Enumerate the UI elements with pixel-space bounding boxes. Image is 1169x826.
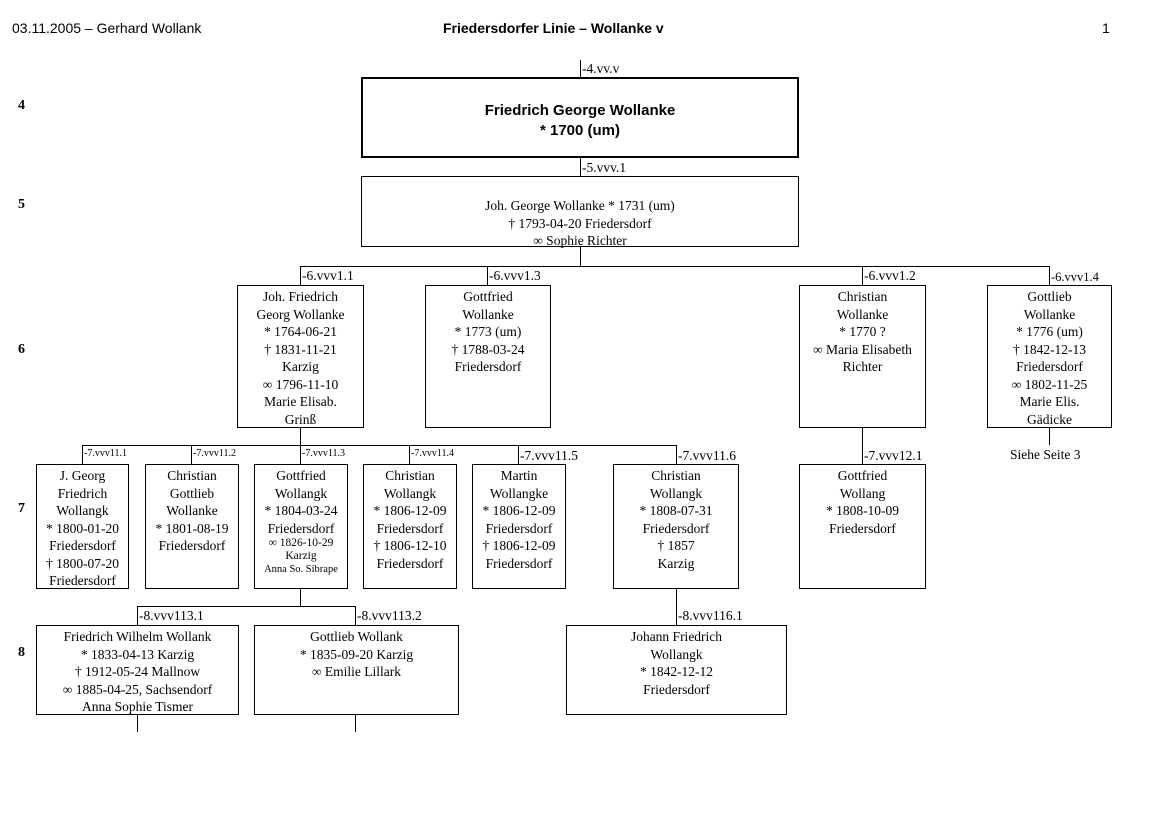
connector-line	[409, 445, 410, 464]
connector-line	[580, 157, 581, 176]
generation-label: 5	[18, 197, 25, 212]
person-box[interactable]: Christian Gottlieb Wollanke * 1801-08-19…	[145, 464, 239, 589]
person-box[interactable]: Christian Wollangk * 1806-12-09 Frieders…	[363, 464, 457, 589]
connector-line	[137, 606, 138, 625]
person-box[interactable]: Christian Wollangk * 1808-07-31 Frieders…	[613, 464, 739, 589]
generation-label: 8	[18, 645, 25, 660]
generation-label: 4	[18, 98, 25, 113]
person-code: -7.vvv12.1	[864, 448, 923, 463]
person-code: -6.vvv1.4	[1051, 270, 1099, 284]
person-box[interactable]: Gottfried Wollang * 1808-10-09 Friedersd…	[799, 464, 926, 589]
person-box[interactable]: Friedrich George Wollanke * 1700 (um)	[361, 77, 799, 158]
connector-line	[676, 445, 677, 464]
person-code: -8.vvv116.1	[678, 608, 743, 623]
person-box[interactable]: Christian Wollanke * 1770 ? ∞ Maria Elis…	[799, 285, 926, 428]
connector-line	[487, 266, 488, 285]
person-code: -5.vvv.1	[582, 160, 627, 175]
person-code: -6.vvv1.3	[489, 268, 541, 283]
person-code: -6.vvv1.1	[302, 268, 354, 283]
person-box[interactable]: Gottfried Wollangk * 1804-03-24 Frieders…	[254, 464, 348, 589]
person-box[interactable]: Gottlieb Wollank * 1835-09-20 Karzig ∞ E…	[254, 625, 459, 715]
person-code: -4.vv.v	[582, 61, 620, 76]
person-code: -7.vvv11.4	[411, 448, 454, 459]
person-code: -6.vvv1.2	[864, 268, 916, 283]
connector-line	[355, 606, 356, 625]
person-box[interactable]: Johann Friedrich Wollangk * 1842-12-12 F…	[566, 625, 787, 715]
person-code: -7.vvv11.2	[193, 448, 236, 459]
person-box[interactable]: Joh. Friedrich Georg Wollanke * 1764-06-…	[237, 285, 364, 428]
connector-line	[300, 445, 301, 464]
connector-line	[518, 445, 519, 464]
connector-line	[355, 714, 356, 732]
person-box[interactable]: Martin Wollangke * 1806-12-09 Friedersdo…	[472, 464, 566, 589]
connector-line	[137, 606, 356, 607]
connector-line	[676, 588, 677, 625]
person-code: -7.vvv11.3	[302, 448, 345, 459]
person-code: -8.vvv113.2	[357, 608, 422, 623]
connector-line	[137, 714, 138, 732]
see-page-note[interactable]: Siehe Seite 3	[1010, 447, 1081, 462]
connector-line	[300, 266, 1050, 267]
connector-line	[300, 266, 301, 285]
connector-line	[580, 246, 581, 266]
connector-line	[1049, 427, 1050, 445]
person-code: -7.vvv11.5	[520, 448, 578, 463]
connector-line	[862, 427, 863, 464]
person-box[interactable]: J. Georg Friedrich Wollangk * 1800-01-20…	[36, 464, 129, 589]
person-code: -7.vvv11.6	[678, 448, 736, 463]
connector-line	[1049, 266, 1050, 285]
connector-line	[300, 427, 301, 445]
connector-line	[191, 445, 192, 464]
connector-line	[862, 266, 863, 285]
generation-label: 7	[18, 501, 25, 516]
connector-line	[82, 445, 677, 446]
header-date-author: 03.11.2005 – Gerhard Wollank	[12, 20, 202, 36]
person-code: -8.vvv113.1	[139, 608, 204, 623]
person-box[interactable]: Joh. George Wollanke * 1731 (um) † 1793-…	[361, 176, 799, 248]
generation-label: 6	[18, 342, 25, 357]
person-box[interactable]: Friedrich Wilhelm Wollank * 1833-04-13 K…	[36, 625, 239, 715]
connector-line	[300, 588, 301, 606]
connector-line	[82, 445, 83, 464]
page-number: 1	[1102, 20, 1110, 36]
person-code: -7.vvv11.1	[84, 448, 127, 459]
connector-line	[580, 60, 581, 78]
page-title: Friedersdorfer Linie – Wollanke v	[443, 20, 664, 36]
person-box[interactable]: Gottfried Wollanke * 1773 (um) † 1788-03…	[425, 285, 551, 428]
person-box[interactable]: Gottlieb Wollanke * 1776 (um) † 1842-12-…	[987, 285, 1112, 428]
